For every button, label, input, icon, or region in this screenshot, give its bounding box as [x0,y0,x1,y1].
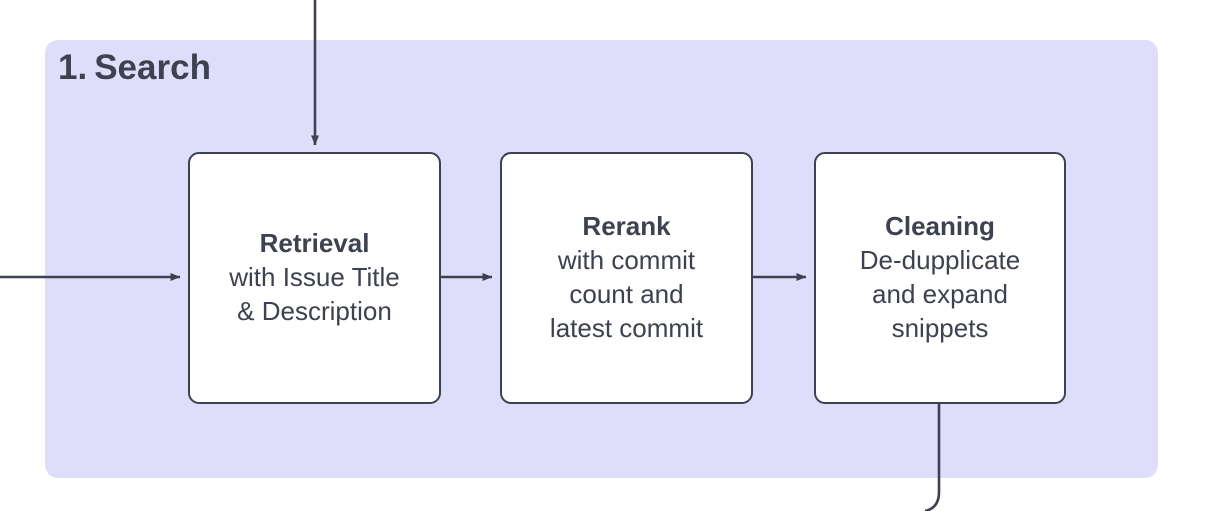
node-cleaning-body: De-dupplicate and expand snippets [859,245,1021,343]
node-retrieval[interactable]: Retrieval with Issue Title & Description [188,152,441,404]
node-retrieval-title: Retrieval [259,228,370,259]
node-cleaning-title: Cleaning [885,211,995,242]
node-retrieval-body: with Issue Title & Description [229,262,400,326]
group-title-label: Search [94,48,211,87]
group-title-number: 1. [58,48,88,87]
node-rerank[interactable]: Rerank with commit count and latest comm… [500,152,753,404]
group-title-search: 1.Search [58,48,211,88]
node-cleaning[interactable]: Cleaning De-dupplicate and expand snippe… [814,152,1066,404]
node-rerank-title: Rerank [582,211,671,242]
node-rerank-body: with commit count and latest commit [549,245,704,343]
